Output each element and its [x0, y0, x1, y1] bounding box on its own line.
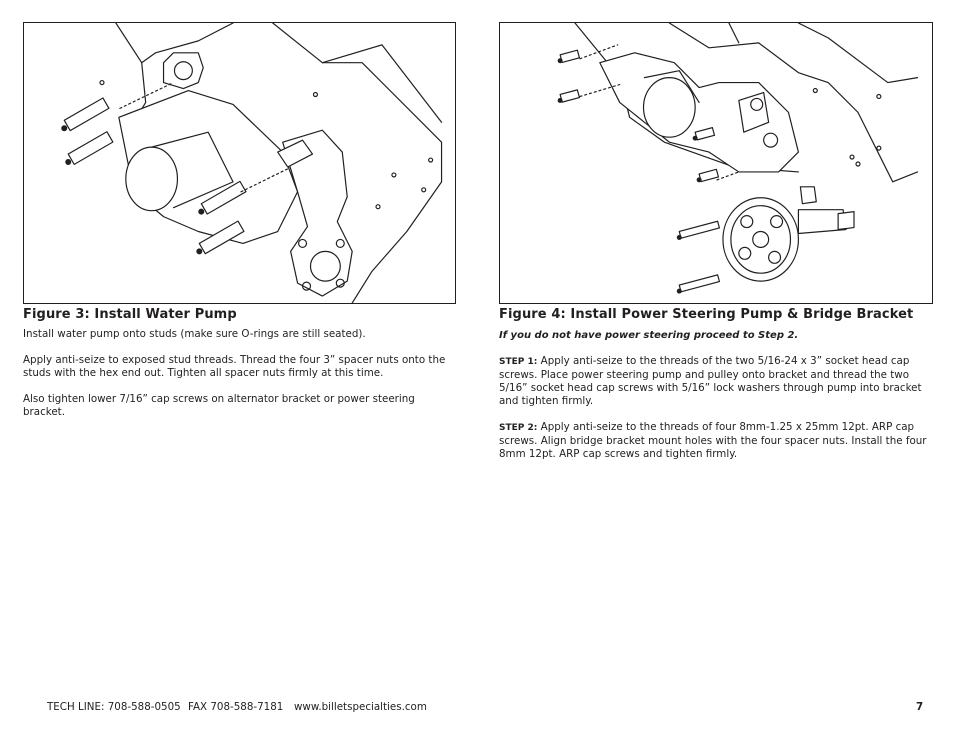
figure-3-title: Figure 3: Install Water Pump [23, 307, 237, 322]
water-pump-paragraph-3: Also tighten lower 7/16” cap screws on a… [23, 393, 415, 418]
step-2-paragraph: STEP 2: Apply anti-seize to the threads … [499, 421, 935, 461]
figure-3-water-pump-illustration [23, 22, 456, 304]
power-steering-note: If you do not have power steering procee… [499, 330, 799, 341]
footer-website: www.billetspecialties.com [294, 701, 427, 713]
figure-4-title: Figure 4: Install Power Steering Pump & … [499, 307, 914, 322]
step-1-text: Apply anti-seize to the threads of the t… [499, 355, 922, 407]
footer-tech-line: TECH LINE: 708-588-0505 [47, 701, 181, 713]
footer-fax: FAX 708-588-7181 [188, 701, 284, 713]
step-1-label: STEP 1: [499, 357, 538, 367]
water-pump-paragraph-2: Apply anti-seize to exposed stud threads… [23, 354, 446, 379]
page-number: 7 [916, 701, 924, 713]
step-2-label: STEP 2: [499, 423, 538, 433]
step-1-paragraph: STEP 1: Apply anti-seize to the threads … [499, 355, 935, 408]
figure-4-power-steering-illustration [499, 22, 933, 304]
water-pump-instructions: Figure 3: Install Water Pump Install wat… [23, 307, 457, 432]
step-2-text: Apply anti-seize to the threads of four … [499, 421, 927, 460]
water-pump-paragraph-1: Install water pump onto studs (make sure… [23, 328, 366, 340]
power-steering-instructions: Figure 4: Install Power Steering Pump & … [499, 307, 935, 474]
